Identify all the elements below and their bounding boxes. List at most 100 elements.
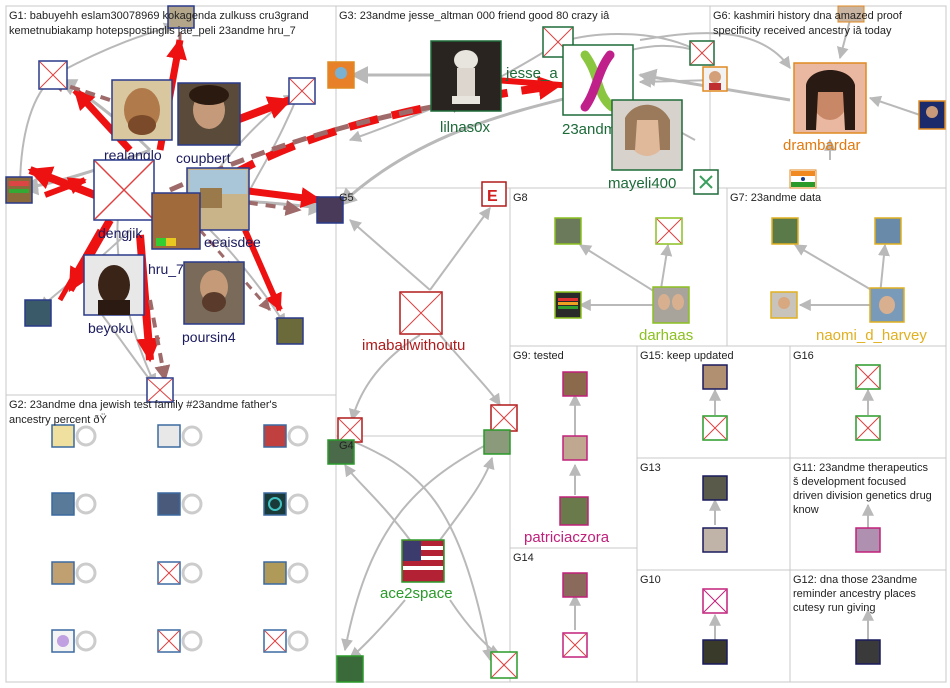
node-avatar[interactable]	[702, 527, 728, 553]
node-avatar[interactable]	[157, 424, 203, 448]
node-avatar[interactable]	[276, 317, 304, 345]
node-avatar[interactable]	[167, 5, 195, 29]
node-hru7[interactable]: hru_7	[148, 192, 201, 277]
node-avatar[interactable]	[554, 291, 582, 319]
group-label-g10: G10	[640, 574, 661, 586]
group-labels: G1: babuyehh eslam30078969 kokagenda zul…	[9, 10, 932, 614]
group-label-g9: G9: tested	[513, 350, 564, 362]
node-avatar[interactable]	[693, 169, 719, 195]
node-label-eeaisdee: eeaisdee	[204, 234, 261, 250]
node-flag[interactable]	[789, 169, 817, 189]
node-avatar[interactable]	[702, 66, 728, 92]
node-darhaas[interactable]: darhaas	[639, 286, 693, 344]
group-label-g12-line1: G12: dna those 23andme	[793, 574, 917, 586]
node-realanglo[interactable]: realanglo	[104, 79, 173, 163]
node-avatar[interactable]	[51, 424, 97, 448]
group-label-g11-line2: š development focused	[793, 476, 906, 488]
node-avatar[interactable]	[483, 429, 511, 455]
node-avatar[interactable]	[316, 196, 344, 224]
g9-g14-nodes: patriciaczora	[524, 371, 610, 658]
node-avatar[interactable]	[263, 424, 309, 448]
node-coupbert[interactable]: coupbert	[176, 82, 241, 166]
node-beyoku[interactable]: beyoku	[83, 254, 145, 336]
node-label-patriciaczora: patriciaczora	[524, 529, 610, 546]
node-avatar[interactable]	[554, 217, 582, 245]
group-label-g11-line4: know	[793, 504, 819, 516]
group-label-g11-line3: driven division genetics drug	[793, 490, 932, 502]
node-avatar[interactable]	[702, 475, 728, 501]
node-mayeli400[interactable]: mayeli400	[608, 99, 683, 192]
node-lilnas0x[interactable]: lilnas0x	[430, 40, 502, 136]
node-logo-e[interactable]: E	[481, 181, 507, 207]
node-broken-image[interactable]	[157, 629, 203, 653]
group-label-g6-line2: specificity received ancestry iâ today	[713, 25, 892, 37]
node-avatar[interactable]	[562, 435, 588, 461]
node-avatar[interactable]	[837, 5, 865, 23]
node-broken-image[interactable]	[490, 651, 518, 679]
node-avatar[interactable]	[702, 639, 728, 665]
node-broken-image[interactable]	[490, 404, 518, 432]
g5-g4-nodes: E imaballwithoutu ace2space	[327, 181, 518, 683]
node-avatar[interactable]	[918, 100, 946, 130]
node-imaballwithoutu[interactable]: imaballwithoutu	[362, 291, 465, 354]
node-ace2space[interactable]: ace2space	[380, 539, 453, 602]
node-avatar[interactable]	[771, 217, 799, 245]
group-label-g1-line2: kemetnubiakamp hotepspostinglis jae_peli…	[9, 25, 296, 37]
group-label-g15: G15: keep updated	[640, 350, 734, 362]
group-label-g11-line1: G11: 23andme therapeutics	[793, 462, 928, 474]
node-avatar[interactable]	[157, 492, 203, 516]
node-avatar[interactable]	[51, 561, 97, 585]
node-avatar[interactable]	[263, 561, 309, 585]
node-label-lilnas0x: lilnas0x	[440, 119, 491, 136]
node-broken-image[interactable]	[702, 415, 728, 441]
node-avatar[interactable]	[263, 492, 309, 516]
node-label-coupbert: coupbert	[176, 150, 231, 166]
node-avatar[interactable]	[874, 217, 902, 245]
node-avatar[interactable]	[770, 291, 798, 319]
node-broken-image[interactable]	[337, 417, 363, 443]
node-label-23andme: 23andme	[562, 121, 625, 138]
node-avatar[interactable]	[855, 527, 881, 553]
node-avatar[interactable]	[24, 299, 52, 327]
node-patriciaczora[interactable]: patriciaczora	[524, 496, 610, 546]
node-poursin4[interactable]: poursin4	[182, 261, 245, 345]
group-box-g14	[509, 547, 638, 683]
node-broken-image[interactable]	[38, 60, 68, 90]
node-label-hru7: hru_7	[148, 261, 184, 277]
node-dengjik[interactable]: dengjik	[93, 159, 155, 241]
node-broken-image[interactable]	[855, 415, 881, 441]
group-label-g6-line1: G6: kashmiri history dna amazed proof	[713, 10, 903, 22]
node-label-ace2space: ace2space	[380, 585, 453, 602]
node-broken-image[interactable]	[288, 77, 316, 105]
node-avatar[interactable]	[702, 364, 728, 390]
group-label-g14: G14	[513, 552, 534, 564]
node-avatar[interactable]	[51, 629, 97, 653]
node-drambardar[interactable]: drambardar	[783, 62, 867, 154]
node-broken-image[interactable]	[655, 217, 683, 245]
node-broken-image[interactable]	[146, 377, 174, 403]
node-broken-image[interactable]	[855, 364, 881, 390]
node-broken-image[interactable]	[157, 561, 203, 585]
node-label-dengjik: dengjik	[98, 225, 143, 241]
node-avatar[interactable]	[562, 371, 588, 397]
group-label-g2-line1: G2: 23andme dna jewish test family #23an…	[9, 399, 278, 411]
node-label-poursin4: poursin4	[182, 329, 236, 345]
node-naomi[interactable]: naomi_d_harvey	[816, 287, 927, 344]
group-box-g7	[726, 187, 947, 347]
node-avatar[interactable]	[855, 639, 881, 665]
node-broken-image[interactable]	[702, 588, 728, 614]
node-avatar[interactable]	[327, 61, 355, 89]
node-avatar[interactable]	[327, 439, 355, 465]
node-broken-image[interactable]	[562, 632, 588, 658]
node-broken-image[interactable]	[263, 629, 309, 653]
node-avatar[interactable]	[51, 492, 97, 516]
node-label-jesse: jesse_a	[505, 65, 558, 82]
node-avatar[interactable]	[5, 176, 33, 204]
node-avatar[interactable]	[336, 655, 364, 683]
node-avatar[interactable]	[562, 572, 588, 598]
group-label-g5: G5	[339, 192, 354, 204]
node-broken-image[interactable]	[689, 40, 715, 66]
g2-nodes	[51, 424, 309, 653]
group-label-g1-line1: G1: babuyehh eslam30078969 kokagenda zul…	[9, 10, 309, 22]
